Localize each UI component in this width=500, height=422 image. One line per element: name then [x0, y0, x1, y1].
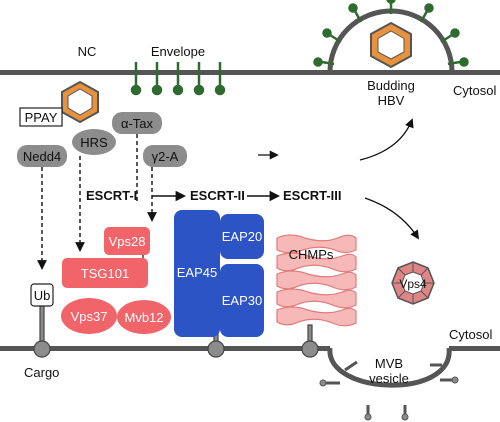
mvb-vesicle-membrane	[327, 347, 452, 388]
eap30-label: EAP30	[222, 293, 262, 308]
envelope-protein-icon	[313, 0, 469, 67]
hrs-label: HRS	[80, 135, 108, 150]
tsg101-label: TSG101	[81, 266, 129, 281]
nedd4-protein: Nedd4	[17, 145, 67, 167]
tsg101-protein: TSG101	[62, 258, 148, 288]
chmps-polymer	[276, 234, 357, 327]
nedd4-label: Nedd4	[23, 149, 61, 164]
escrt2-label: ESCRT-II	[190, 188, 245, 203]
gamma2a-label: γ2-A	[152, 149, 179, 164]
eap20-label: EAP20	[222, 229, 262, 244]
eap30-protein: EAP30	[220, 264, 264, 337]
budding-hbv	[313, 0, 469, 73]
budding-hbv-label-2: HBV	[378, 93, 405, 108]
vps37-label: Vps37	[71, 309, 108, 324]
cytosol-top-label: Cytosol	[453, 83, 496, 98]
mvb12-protein: Mvb12	[117, 300, 171, 334]
envelope-label: Envelope	[151, 44, 205, 59]
ub-box	[30, 283, 54, 307]
curved-arrow-up	[359, 118, 414, 161]
mvb-label-1: MVB	[375, 356, 403, 371]
receptor-lollipop-icon	[33, 304, 319, 358]
alpha-tax-protein: α-Tax	[112, 112, 162, 134]
escrt3-label: ESCRT-III	[283, 188, 342, 203]
ppay-label: PPAY	[25, 110, 58, 125]
dashed-arrows	[37, 134, 157, 270]
envelope-protein-icon	[130, 62, 226, 96]
eap45-label: EAP45	[177, 265, 217, 280]
ppay-box	[19, 107, 63, 127]
chmps-label: CHMPs	[289, 247, 334, 262]
alpha-tax-label: α-Tax	[121, 116, 154, 131]
curved-arrow-down	[364, 197, 419, 240]
vps37-protein: Vps37	[61, 298, 117, 334]
vesicle-receptors	[319, 360, 459, 421]
mvb-label-2: vesicle	[369, 371, 409, 386]
vps28-protein: Vps28	[104, 227, 150, 255]
escrt1-label: ESCRT-I	[86, 188, 137, 203]
eap20-protein: EAP20	[220, 214, 264, 259]
top-membrane	[0, 70, 500, 75]
ub-label: Ub	[34, 288, 51, 303]
mvb12-label: Mvb12	[124, 310, 163, 325]
bottom-membrane-left	[0, 346, 330, 351]
budding-hbv-label-1: Budding	[367, 78, 415, 93]
gamma2a-protein: γ2-A	[143, 145, 187, 167]
cargo-label: Cargo	[24, 365, 59, 380]
cytosol-bottom-label: Cytosol	[449, 327, 492, 342]
bottom-membrane-right	[449, 346, 500, 351]
eap45-protein: EAP45	[174, 210, 220, 337]
nc-label: NC	[78, 44, 97, 59]
vps28-label: Vps28	[109, 234, 146, 249]
hrs-protein: HRS	[72, 129, 116, 155]
vps4-label: Vps4	[399, 277, 427, 291]
octagon-vps4-icon	[391, 261, 435, 305]
